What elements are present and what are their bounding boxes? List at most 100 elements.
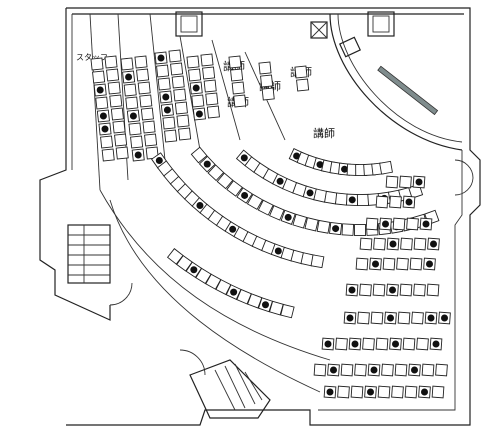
occupied-seat-dot [190, 266, 198, 274]
occupied-seat-dot [332, 225, 340, 233]
seating-area [90, 49, 451, 399]
pillar-icon [367, 11, 395, 37]
occupied-seat-dot [392, 340, 399, 348]
seat [435, 363, 448, 377]
seat [375, 195, 389, 209]
seat [397, 311, 411, 325]
seat [399, 283, 413, 297]
seat [389, 195, 402, 209]
seat [200, 53, 214, 67]
seat [316, 219, 331, 234]
occupied-seat-dot [162, 93, 170, 101]
occupied-seat-dot [389, 240, 397, 248]
seat [202, 66, 216, 80]
seat [431, 385, 445, 399]
seat [178, 127, 192, 141]
seat [354, 363, 367, 377]
occupied-seat-dot [101, 125, 109, 133]
seat [296, 78, 310, 92]
seat [90, 57, 104, 71]
seat [95, 96, 109, 110]
seat [207, 164, 225, 182]
occupied-seat-dot [330, 366, 337, 374]
equipment-box [338, 36, 362, 58]
seat [173, 88, 187, 102]
occupied-seat-dot [284, 213, 292, 221]
seat [404, 385, 418, 399]
staff-label: スタッフ [76, 53, 108, 62]
seat [156, 64, 170, 78]
outer-walls [39, 7, 481, 426]
seat [313, 363, 327, 377]
seat [269, 205, 285, 221]
seat [162, 116, 176, 130]
seat [406, 217, 419, 231]
instructor-label: 講師 [313, 126, 335, 140]
crossed-box-icon [310, 21, 328, 39]
seat [396, 257, 409, 271]
seat [115, 146, 129, 160]
seat [109, 94, 123, 108]
occupied-seat-dot [372, 260, 379, 268]
occupied-seat-dot [274, 247, 282, 255]
seat [203, 79, 217, 93]
seat [399, 175, 412, 189]
seat [310, 254, 325, 269]
seat [92, 70, 106, 84]
seat [190, 146, 208, 164]
seat [377, 385, 391, 399]
projection-screen [377, 65, 439, 116]
occupied-seat-dot [196, 201, 204, 209]
occupied-seat-dot [306, 189, 314, 197]
seat [188, 68, 202, 82]
seat [114, 133, 128, 147]
seat [139, 94, 153, 108]
seat [125, 96, 139, 110]
seat [205, 92, 219, 106]
occupied-seat-dot [326, 388, 334, 396]
seat [400, 237, 413, 251]
seat [171, 75, 185, 89]
occupied-seat-dot [129, 112, 137, 120]
seat [292, 213, 308, 229]
seat [101, 148, 115, 162]
seat [191, 94, 205, 108]
occupied-seat-dot [324, 340, 332, 348]
seat [335, 192, 349, 206]
occupied-seat-dot [427, 314, 435, 322]
seat [107, 81, 121, 95]
seat [413, 237, 427, 251]
occupied-seat-dot [382, 220, 389, 228]
occupied-seat-dot [341, 165, 349, 173]
seat [357, 311, 370, 325]
seat [365, 217, 379, 231]
seat [402, 337, 416, 351]
seat [340, 363, 354, 377]
seat [233, 94, 247, 108]
occupied-seat-dot [134, 151, 142, 159]
seat [381, 363, 394, 377]
pillar-icon [175, 11, 203, 37]
seat [385, 175, 399, 189]
seat [379, 160, 393, 175]
seat [359, 283, 372, 297]
seat [350, 385, 364, 399]
occupied-seat-dot [240, 154, 248, 162]
occupied-seat-dot [367, 388, 374, 396]
occupied-seat-dot [346, 314, 354, 322]
stairs-icon [67, 224, 111, 284]
seat [391, 385, 404, 399]
seat [421, 363, 435, 377]
seat [411, 311, 424, 325]
seat [226, 180, 243, 197]
occupied-seat-dot [432, 340, 440, 348]
seat [110, 107, 124, 121]
seat [137, 81, 151, 95]
seat [413, 283, 426, 297]
seat [231, 81, 245, 95]
seat [394, 363, 408, 377]
seat [134, 55, 148, 69]
occupied-seat-dot [441, 314, 448, 322]
occupied-seat-dot [387, 314, 394, 322]
